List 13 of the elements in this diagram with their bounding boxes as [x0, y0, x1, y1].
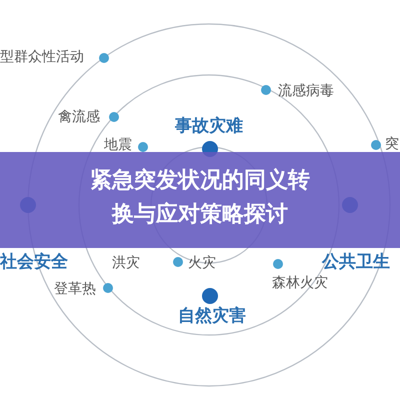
- title: 紧急突发状况的同义转换与应对策略探讨: [89, 167, 311, 229]
- item-label: 型群众性活动: [0, 50, 84, 64]
- item-label: 地震: [104, 138, 132, 152]
- category-label: 自然灾害: [178, 308, 246, 325]
- item-label: 流感病毒: [278, 84, 334, 98]
- item-label: 洪灾: [112, 256, 140, 270]
- item-label: 森林火灾: [272, 276, 328, 290]
- item-label: 突: [385, 137, 399, 151]
- category-label: 事故灾难: [175, 118, 243, 135]
- item-label: 登革热: [54, 282, 96, 296]
- category-label: 公共卫生: [322, 254, 390, 271]
- item-label: 禽流感: [58, 110, 100, 124]
- item-label: 火灾: [188, 256, 216, 270]
